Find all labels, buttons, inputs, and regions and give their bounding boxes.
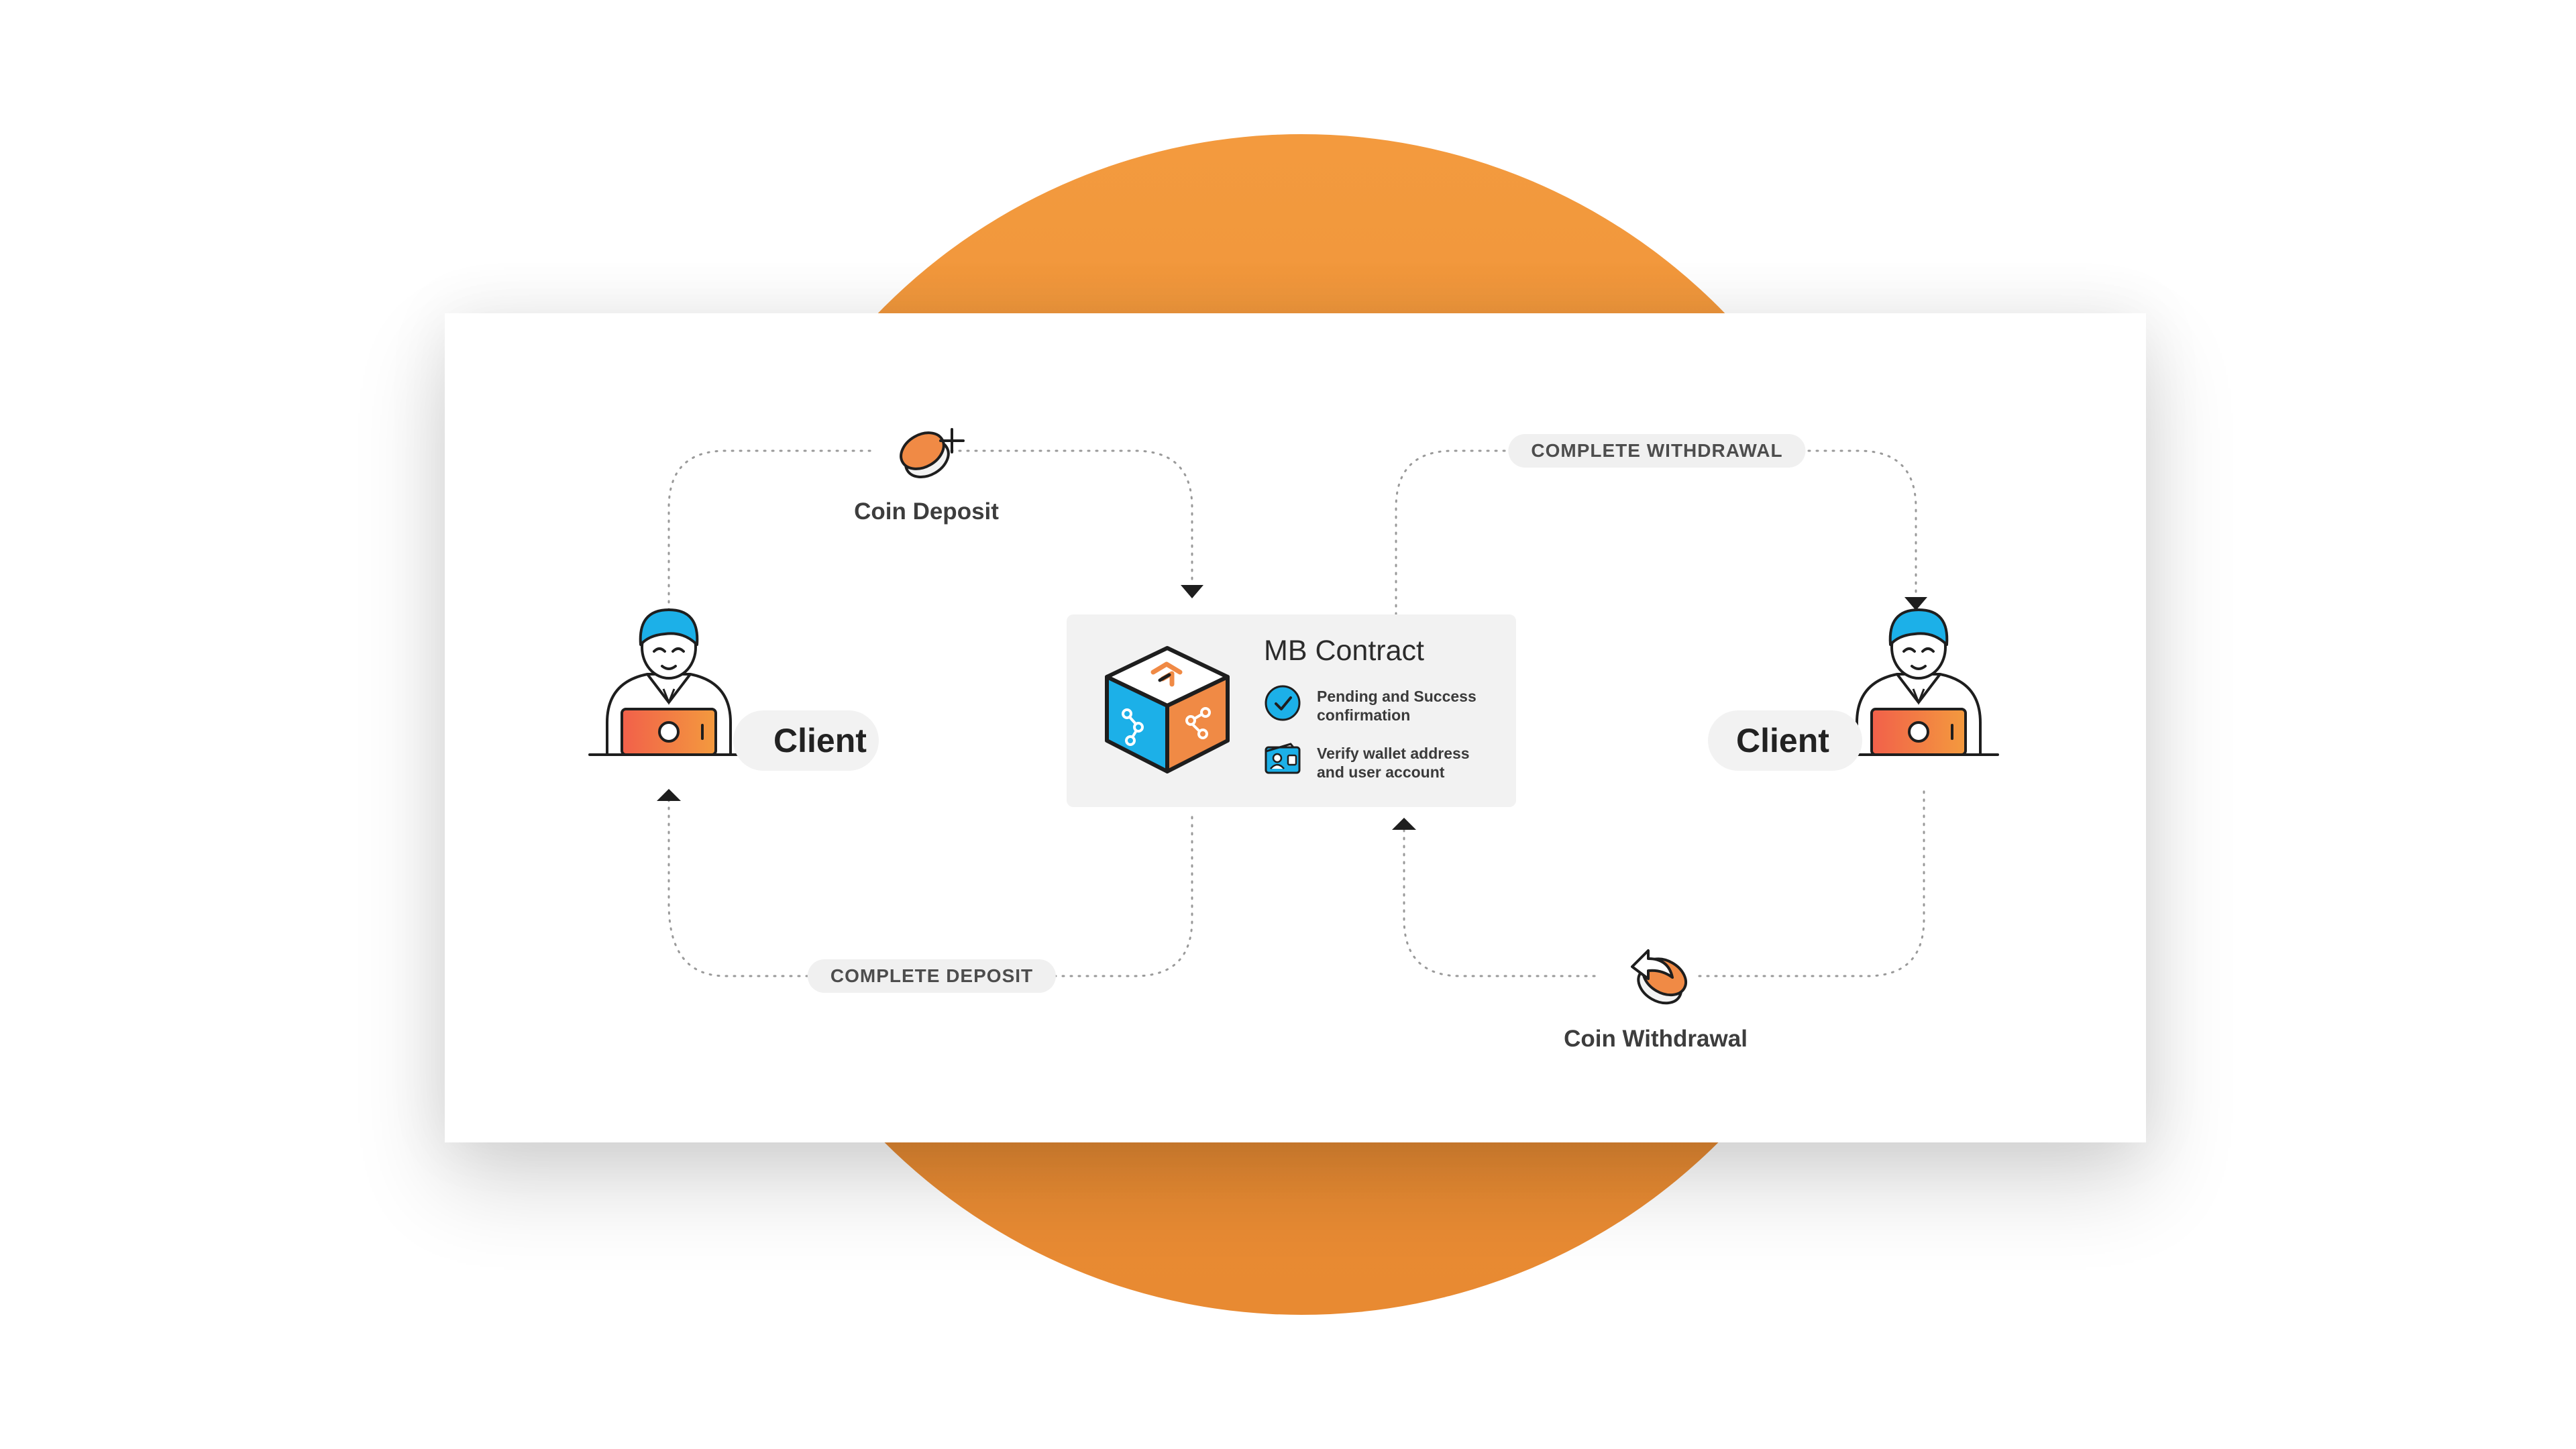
withdrawal-bottom-right-connector <box>1698 786 1925 977</box>
deposit-bottom-right-connector <box>1037 809 1193 977</box>
coin-withdrawal-label: Coin Withdrawal <box>1564 1026 1748 1052</box>
coin-deposit-label: Coin Deposit <box>854 498 999 525</box>
arrow-up-to-left-client <box>657 789 681 801</box>
complete-deposit-label: COMPLETE DEPOSIT <box>807 959 1057 993</box>
arrow-down-to-right-client <box>1904 597 1927 610</box>
client-right-pill: Client <box>1708 710 1862 771</box>
feature-verify: Verify wallet address and user account <box>1317 744 1491 782</box>
feature-confirmation-line2: confirmation <box>1317 706 1411 724</box>
wallet-id-icon <box>1265 743 1301 774</box>
arrow-down-to-contract <box>1181 585 1203 598</box>
withdrawal-top-right-connector <box>1799 449 1917 596</box>
person-laptop-icon-left <box>588 608 749 756</box>
deposit-top-left-connector <box>667 449 877 620</box>
coin-plus-icon <box>900 428 965 479</box>
feature-confirmation: Pending and Success confirmation <box>1317 687 1491 724</box>
client-left-pill: Client <box>733 710 879 771</box>
feature-confirmation-line1: Pending and Success <box>1317 688 1477 705</box>
deposit-bottom-left-connector <box>667 798 826 977</box>
flow-connectors <box>588 428 1999 1005</box>
feature-verify-line1: Verify wallet address <box>1317 745 1470 762</box>
feature-verify-line2: and user account <box>1317 763 1445 781</box>
withdrawal-bottom-left-connector <box>1403 828 1600 977</box>
contract-title: MB Contract <box>1264 635 1424 667</box>
arrow-up-to-contract <box>1392 818 1416 830</box>
mb-contract-box: MB Contract Pending and Success confirma… <box>1067 614 1516 807</box>
complete-withdrawal-label: COMPLETE WITHDRAWAL <box>1508 434 1806 468</box>
cube-icon <box>1105 646 1230 773</box>
diagram-card: Coin Deposit COMPLETE DEPOSIT COMPLETE W… <box>445 313 2146 1142</box>
coin-return-icon <box>1631 949 1687 1005</box>
check-circle-icon <box>1265 685 1301 721</box>
withdrawal-top-left-connector <box>1395 449 1515 616</box>
client-left-label: Client <box>773 722 867 759</box>
person-laptop-icon-right <box>1838 608 1999 756</box>
client-right-label: Client <box>1736 722 1829 759</box>
